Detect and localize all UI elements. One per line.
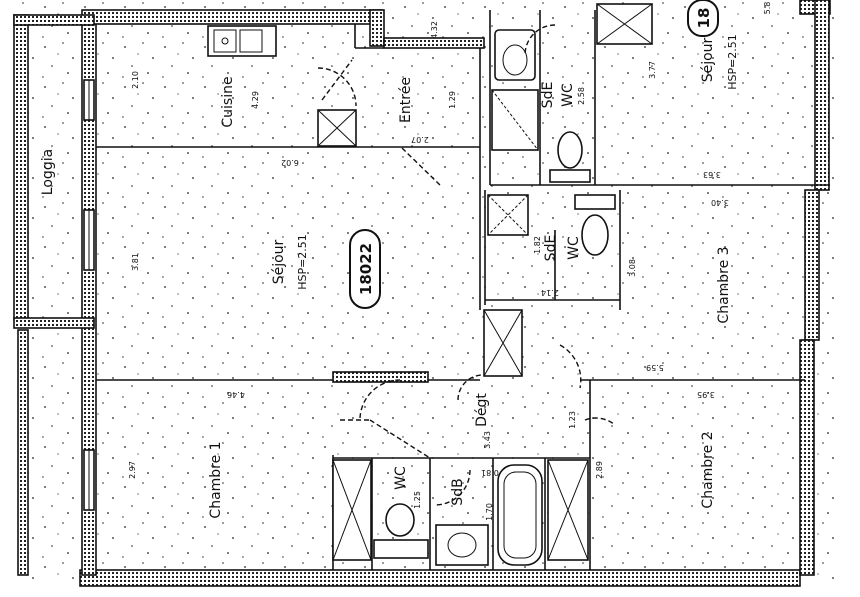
bathtub [497,464,543,566]
svg-text:4.46: 4.46 [227,390,245,399]
door-swings [317,24,616,506]
washbasin-top [494,29,536,81]
svg-text:4.29: 4.29 [251,91,260,109]
area-badge-top: 18 [687,0,719,37]
shower-top [491,89,539,151]
svg-text:2.07: 2.07 [411,135,429,144]
svg-text:0.81: 0.81 [481,468,499,477]
windows-left [83,79,95,511]
svg-text:4.32: 4.32 [430,21,439,39]
svg-text:1.82: 1.82 [533,236,542,254]
wc-top [549,131,591,183]
washbasin-bottom [435,524,489,566]
cupboard-degt [483,309,523,377]
shower-mid [487,194,529,236]
svg-text:3.43: 3.43 [483,431,492,449]
svg-text:2.58: 2.58 [577,87,586,105]
label-chambre3: Chambre 3 [716,246,732,323]
svg-text:3.95: 3.95 [697,390,715,399]
svg-text:3.77: 3.77 [648,61,657,79]
svg-text:3.08: 3.08 [628,259,637,277]
label-sejour-top: Séjour [700,37,716,82]
cupboard-chambre1 [332,459,372,561]
label-sejour-hsp: HSP=2.51 [296,234,309,290]
label-degt: Dégt [474,393,490,427]
svg-text:18: 18 [695,8,713,29]
svg-text:2.14: 2.14 [541,288,559,297]
cupboard-top-right [596,3,653,45]
svg-text:1.70: 1.70 [485,503,494,521]
svg-text:2.89: 2.89 [595,461,604,479]
label-cuisine: Cuisine [220,76,236,127]
wc-bottom [373,503,429,559]
floor-speckle [20,0,835,585]
svg-text:1.29: 1.29 [448,91,457,109]
svg-text:1.25: 1.25 [413,491,422,509]
area-badges: 18022 18 [349,0,719,309]
kitchen-sink [207,25,277,57]
label-wc-mid: WC [566,236,582,260]
svg-text:5.59: 5.59 [646,363,664,372]
svg-text:2.10: 2.10 [131,71,140,89]
svg-text:2.97: 2.97 [128,461,137,479]
dimension-labels: 2.10 4.29 4.32 1.29 2.07 6.02 3.81 4.46 … [128,2,772,521]
cupboard-entree [317,109,357,147]
exterior-walls [13,0,831,587]
svg-text:3.63: 3.63 [703,170,721,179]
interior-walls [96,10,830,570]
svg-text:3.40: 3.40 [711,198,729,207]
area-badge-main: 18022 [349,229,381,309]
label-sdb: SdB [450,478,466,505]
cupboard-chambre2 [547,459,589,561]
label-chambre2: Chambre 2 [700,431,716,508]
svg-text:5.8: 5.8 [763,2,772,15]
wc-mid [574,194,616,256]
svg-text:1.23: 1.23 [568,411,577,429]
label-sejour-top-hsp: HSP=2.51 [726,34,739,90]
svg-text:3.81: 3.81 [131,253,140,271]
svg-text:18022: 18022 [357,243,375,295]
label-sde-top: SdE [540,82,556,109]
label-sejour: Séjour [271,239,287,284]
label-wc-bottom: WC [393,466,409,490]
cupboards [317,3,653,561]
fixtures [207,25,616,566]
svg-text:6.02: 6.02 [281,158,299,167]
label-loggia: Loggia [40,149,56,195]
label-wc-top: WC [560,83,576,107]
label-entree: Entrée [398,77,414,123]
label-sde-mid: SdE [543,235,559,262]
label-chambre1: Chambre 1 [208,441,224,518]
room-labels: Loggia Cuisine Entrée Séjour HSP=2.51 Sé… [40,34,739,518]
